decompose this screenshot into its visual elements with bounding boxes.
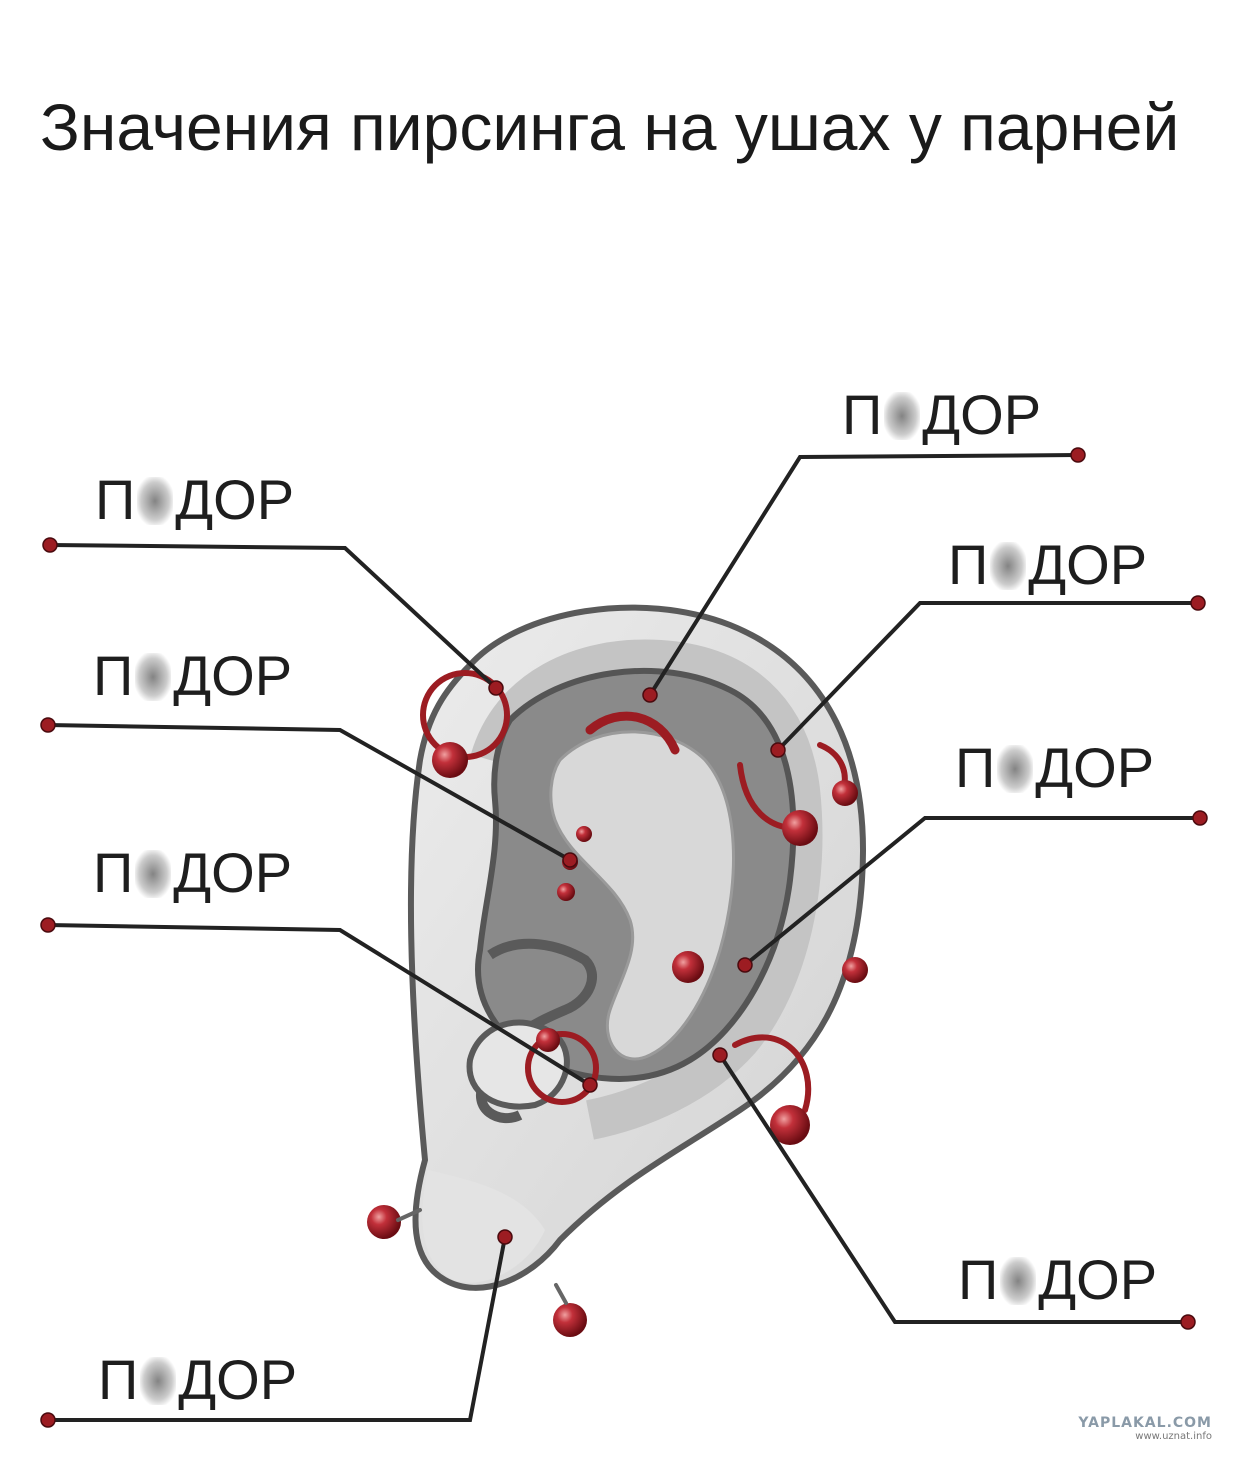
label-prefix: П xyxy=(948,533,989,596)
dot-point-rook xyxy=(562,852,578,868)
callout-label-conch: П ДОР xyxy=(955,738,1154,798)
dot-end-earlobe xyxy=(40,1412,56,1428)
callout-label-rook: П ДОР xyxy=(93,646,292,706)
dot-end-helix-outer-left xyxy=(42,537,58,553)
jewelry xyxy=(367,670,868,1337)
bead-antitragus xyxy=(770,1105,810,1145)
bead-helix-right xyxy=(782,810,818,846)
leader-line-antitragus xyxy=(718,1053,1188,1324)
leader-line-tragus xyxy=(47,923,592,1087)
dot-end-helix-right xyxy=(1190,595,1206,611)
stud-rim-mid xyxy=(842,957,868,983)
censor-blur xyxy=(135,850,172,898)
label-prefix: П xyxy=(95,468,136,531)
leader-line-helix-right xyxy=(776,601,1198,752)
callout-label-helix-outer-left: П ДОР xyxy=(95,470,294,530)
stud-rook-1 xyxy=(576,826,592,842)
label-prefix: П xyxy=(93,644,134,707)
dot-point-forward-helix xyxy=(642,687,658,703)
watermark-main: YAPLAKAL.COM xyxy=(1078,1415,1212,1431)
ring-antitragus xyxy=(732,1034,812,1113)
dot-end-rook xyxy=(40,717,56,733)
label-prefix: П xyxy=(93,841,134,904)
ring-tragus xyxy=(525,1031,599,1105)
earlobe-shape xyxy=(422,1170,545,1283)
dot-point-antitragus xyxy=(712,1047,728,1063)
callout-label-forward-helix: П ДОР xyxy=(842,385,1041,445)
page-title: Значения пирсинга на ушах у парней xyxy=(40,90,1180,164)
leader-line-rook xyxy=(47,723,571,862)
label-prefix: П xyxy=(98,1348,139,1411)
censor-blur xyxy=(997,745,1034,793)
dot-end-conch xyxy=(1192,810,1208,826)
dot-end-forward-helix xyxy=(1070,447,1086,463)
dot-point-tragus xyxy=(582,1077,598,1093)
label-suffix: ДОР xyxy=(175,468,295,531)
leader-line-forward-helix xyxy=(648,453,1079,697)
watermark-sub: www.uznat.info xyxy=(1135,1431,1212,1442)
stud-conch xyxy=(672,951,704,983)
bead-outer-rim xyxy=(832,780,858,806)
label-suffix: ДОР xyxy=(173,841,293,904)
callout-dots xyxy=(40,447,1208,1428)
censor-blur xyxy=(884,392,921,440)
dot-end-tragus xyxy=(40,917,56,933)
bar-lobe-1 xyxy=(396,1208,422,1222)
dot-point-conch xyxy=(737,957,753,973)
leader-line-earlobe xyxy=(48,1236,507,1422)
dot-point-helix-right xyxy=(770,742,786,758)
dot-end-antitragus xyxy=(1180,1314,1196,1330)
callout-lines xyxy=(47,453,1200,1422)
label-suffix: ДОР xyxy=(1035,736,1155,799)
stud-lobe-2 xyxy=(553,1303,587,1337)
helix-rim xyxy=(470,639,823,1140)
leader-line-helix-outer-left xyxy=(49,543,498,690)
label-suffix: ДОР xyxy=(1028,533,1148,596)
dot-point-earlobe xyxy=(497,1229,513,1245)
label-suffix: ДОР xyxy=(173,644,293,707)
label-suffix: ДОР xyxy=(1038,1248,1158,1311)
label-prefix: П xyxy=(842,383,883,446)
callout-label-helix-right: П ДОР xyxy=(948,535,1147,595)
label-suffix: ДОР xyxy=(178,1348,298,1411)
censor-blur xyxy=(135,653,172,701)
censor-blur xyxy=(137,477,174,525)
leader-line-conch xyxy=(743,816,1200,967)
label-prefix: П xyxy=(955,736,996,799)
ear-canal xyxy=(475,938,598,1124)
callout-label-antitragus: П ДОР xyxy=(958,1250,1157,1310)
stud-lobe-1 xyxy=(367,1205,401,1239)
label-suffix: ДОР xyxy=(922,383,1042,446)
callout-label-tragus: П ДОР xyxy=(93,843,292,903)
censor-blur xyxy=(1000,1257,1037,1305)
dot-point-helix-outer-left xyxy=(488,680,504,696)
callout-label-earlobe: П ДОР xyxy=(98,1350,297,1410)
bar-lobe-2 xyxy=(554,1283,568,1305)
bead-helix-left xyxy=(432,742,468,778)
censor-blur xyxy=(990,542,1027,590)
censor-blur xyxy=(140,1357,177,1405)
label-prefix: П xyxy=(958,1248,999,1311)
ear-illustration xyxy=(407,604,866,1291)
watermark: YAPLAKAL.COM www.uznat.info xyxy=(1078,1415,1212,1443)
stud-rook-3 xyxy=(557,883,575,901)
bead-tragus xyxy=(536,1028,560,1052)
bar-forward-helix xyxy=(585,711,680,755)
